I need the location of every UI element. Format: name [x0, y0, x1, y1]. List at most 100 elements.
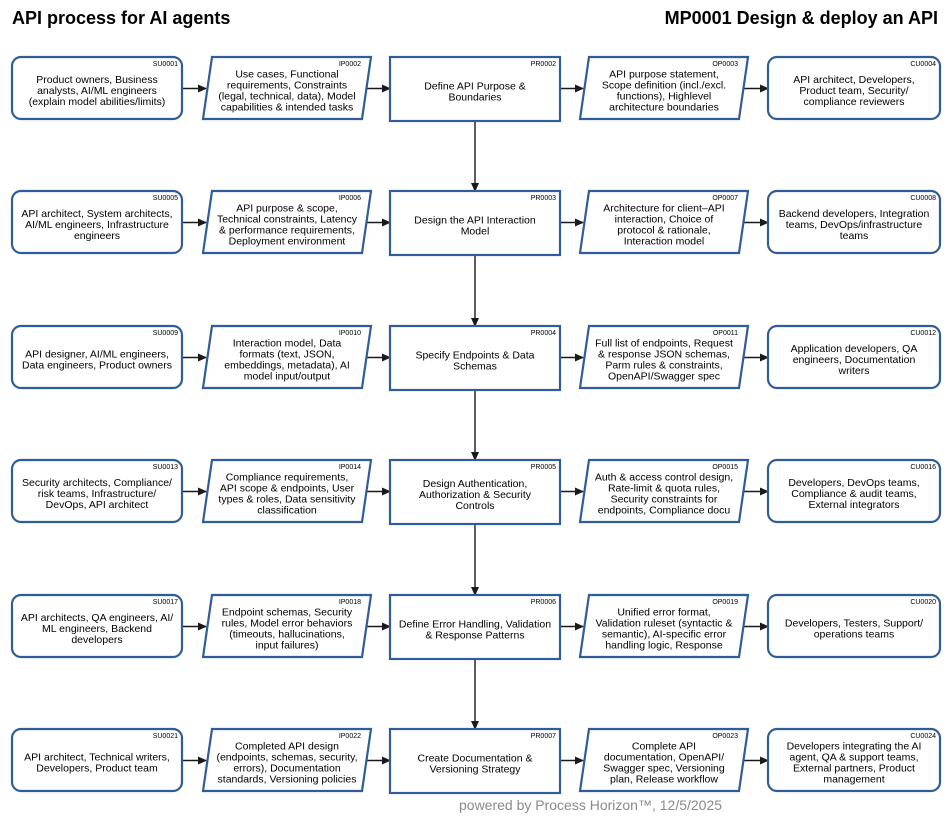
output-text-line: Complete API — [632, 741, 696, 753]
process-id-title: MP0001 Design & deploy an API — [664, 8, 938, 28]
input-text-line: Compliance requirements, — [226, 472, 349, 484]
process-id: PR0004 — [531, 330, 556, 337]
process-shape — [388, 324, 562, 392]
process-shape — [388, 593, 562, 661]
output-shape — [578, 55, 750, 121]
process-shape — [388, 727, 562, 795]
process-text-line: Schemas — [453, 361, 497, 373]
customer-text-line: Application developers, QA — [791, 343, 918, 355]
output-text-line: & response JSON schemas, — [598, 349, 730, 361]
output-text-line: plan, Release workflow — [610, 774, 718, 786]
input-id: IP0010 — [339, 330, 361, 337]
process-id: PR0007 — [531, 733, 556, 740]
supplier-id: SU0001 — [153, 61, 178, 68]
page-title: API process for AI agents — [12, 8, 231, 28]
process-text-line: Authorization & Security — [419, 489, 532, 501]
output-text-line: Scope definition (incl./excl. — [602, 80, 726, 92]
supplier-id: SU0009 — [153, 330, 178, 337]
connectors — [182, 84, 769, 765]
supplier-text-line: AI/ML engineers, Infrastructure — [25, 219, 169, 231]
input-text-line: formats (text, JSON, — [239, 349, 334, 361]
input-text-line: embeddings, metadata), AI — [224, 360, 350, 372]
input-text-line: Technical constraints, Latency — [217, 214, 358, 226]
output-id: OP0015 — [712, 464, 738, 471]
process-id: PR0006 — [531, 599, 556, 606]
input-id: IP0014 — [339, 464, 361, 471]
customer-text-line: agent, QA & support teams, — [790, 752, 919, 764]
process-text-line: & Response Patterns — [425, 630, 524, 642]
input-text-line: (legal, technical, data), Model — [218, 91, 355, 103]
input-shape — [201, 55, 373, 121]
supplier-text-line: risk teams, Infrastructure/ — [38, 488, 157, 500]
customer-id: CU0004 — [910, 61, 936, 68]
output-text-line: semantic), AI-specific error — [602, 629, 727, 641]
customer-text-line: engineers, Documentation — [793, 354, 916, 366]
input-shape — [201, 458, 373, 524]
supplier-id: SU0021 — [153, 733, 178, 740]
supplier-id: SU0013 — [153, 464, 178, 471]
output-text-line: protocol & rationale, — [617, 225, 710, 237]
customer-text-line: teams, DevOps/infrastructure — [786, 219, 923, 231]
output-text-line: OpenAPI/Swagger spec — [608, 371, 720, 383]
output-shape — [578, 189, 750, 255]
supplier-text-line: Developers, Product team — [36, 763, 158, 775]
customer-text-line: compliance reviewers — [804, 96, 905, 108]
supplier-id: SU0005 — [153, 195, 178, 202]
process-text-line: Versioning Strategy — [429, 764, 521, 776]
process-shape — [388, 189, 562, 257]
customer-text-line: teams — [840, 230, 869, 242]
customer-text-line: Backend developers, Integration — [779, 208, 930, 220]
customer-shape — [766, 593, 942, 659]
output-text-line: functions), Highlevel — [617, 91, 712, 103]
customer-text-line: Developers, Testers, Support/ — [785, 618, 923, 630]
input-text-line: errors), Documentation — [233, 763, 341, 775]
output-id: OP0023 — [712, 733, 738, 740]
supplier-text-line: Security architects, Compliance/ — [22, 477, 172, 489]
input-text-line: input failures) — [255, 640, 318, 652]
output-id: OP0011 — [713, 330, 738, 337]
output-text-line: Security constraints for — [611, 494, 718, 506]
supplier-text-line: DevOps, API architect — [46, 499, 149, 511]
supplier-id: SU0017 — [153, 599, 178, 606]
customer-id: CU0016 — [910, 464, 936, 471]
input-text-line: classification — [257, 505, 317, 517]
output-shape — [578, 593, 750, 659]
customer-shape — [766, 727, 942, 793]
input-text-line: & performance requirements, — [219, 225, 355, 237]
output-text-line: Validation ruleset (syntactic & — [596, 618, 733, 630]
supplier-shape — [10, 324, 184, 390]
input-id: IP0006 — [339, 195, 361, 202]
customer-shape — [766, 189, 942, 255]
supplier-shape — [10, 189, 184, 255]
output-text-line: documentation, OpenAPI/ — [604, 752, 724, 764]
process-text-line: Define Error Handling, Validation — [399, 619, 551, 631]
input-text-line: rules, Model error behaviors — [222, 618, 353, 630]
input-id: IP0022 — [339, 733, 361, 740]
process-text-line: Design the API Interaction — [414, 215, 536, 227]
customer-shape — [766, 324, 942, 390]
input-text-line: Interaction model, Data — [233, 338, 342, 350]
input-text-line: requirements, Constraints — [227, 80, 347, 92]
input-text-line: API scope & endpoints, User — [220, 483, 355, 495]
input-text-line: Deployment environment — [229, 236, 346, 248]
output-id: OP0003 — [712, 61, 738, 68]
output-text-line: handling logic, Response — [605, 640, 722, 652]
supplier-text-line: Data engineers, Product owners — [22, 360, 172, 372]
input-text-line: (endpoints, schemas, security, — [216, 752, 357, 764]
